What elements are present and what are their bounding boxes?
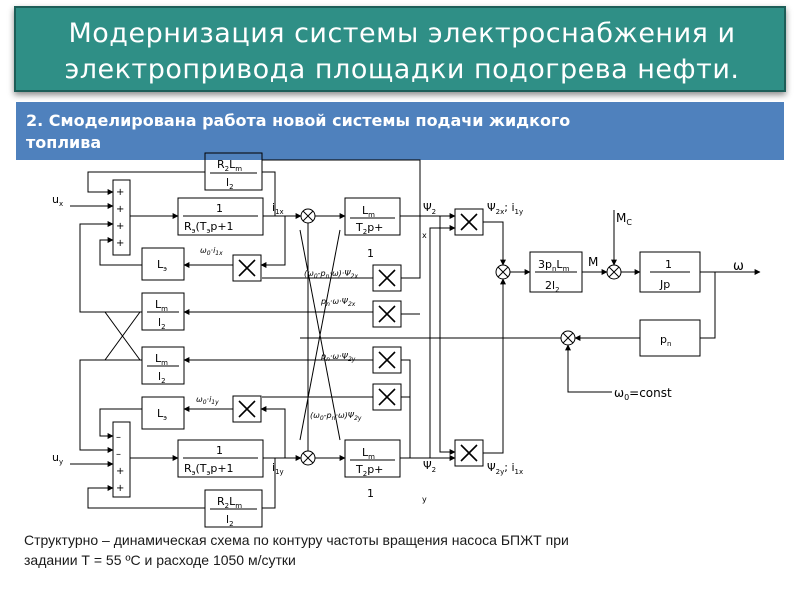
omega0-const-label: ω0=const [614,386,672,402]
figure-caption: Структурно – динамическая схема по конту… [24,530,764,570]
torque-den: 2l2 [545,279,560,294]
plus-sign: + [116,204,124,215]
block-pn [639,319,701,357]
torque-num: 3pnLm [538,258,570,273]
page-title: Модернизация системы электроснабжения и … [16,16,788,88]
r2lm-top-num: R2Lm [217,158,242,173]
diagram-labels: + + + + – – + + ux uy R2Lm l2 R2Lm l2 1 … [52,158,744,528]
stator-x-den: Rэ(Tэp+1 [184,220,234,235]
expr-omega-pn-psi2x: (ω0-pn·ω)·Ψ2x [304,269,358,280]
stator-y-num: 1 [216,444,223,457]
r2lm-bottom-num: R2Lm [217,495,242,510]
plus-sign: + [116,187,124,198]
rotor-x-num: Lm [362,204,375,219]
rotor-x-den-2: 1 [367,247,374,260]
m-label: M [588,255,598,269]
psi2x-i1y-label: Ψ2x; i1y [487,201,523,216]
multiply-marks [238,213,478,462]
subtitle-line-2: топлива [26,133,102,152]
title-banner: Модернизация системы электроснабжения и … [14,6,786,92]
block-lm-b [141,346,185,385]
stator-y-den: Rэ(Tэp+1 [184,462,234,477]
block-le-bottom [141,396,185,430]
lm-b-den: l2 [158,370,166,385]
title-line-1: Модернизация системы электроснабжения и [68,18,736,49]
subtitle: 2. Смоделирована работа новой системы по… [26,110,766,154]
omega-i1x-label: ω0·i1x [200,246,223,257]
psi2y-i1x-label: Ψ2y; i1x [487,461,523,476]
omega-output-label: ω [733,259,744,274]
caption-line-2: задании Т = 55 ºС и расходе 1050 м/сутки [24,552,296,568]
mc-label: MC [616,211,632,227]
expr-omega-pn-psi2y: (ω0-pn·ω)Ψ2y [310,411,362,422]
caption-line-1: Структурно – динамическая схема по конту… [24,532,569,548]
summer-x [112,179,131,256]
y-mark: y [422,495,427,504]
inertia-den: Jp [659,278,670,291]
inertia-num: 1 [665,258,672,271]
x-mark: x [422,231,427,240]
signal-lines [70,159,761,509]
psi2-bottom-label: Ψ2 [423,459,436,474]
psi2-top-label: Ψ2 [423,201,436,216]
lm-b-num: Lm [155,352,168,367]
multiplier-1 [232,254,262,282]
lm-a-den: l2 [158,316,166,331]
minus-sign: – [116,432,121,443]
plus-sign: + [116,238,124,249]
rotor-x-den: T2p+ [355,221,383,236]
le-bottom-label: Lэ [157,407,167,422]
i1y-label: i1y [272,461,284,476]
omega-i1y-label: ω0·i1y [196,395,219,406]
minus-sign: – [116,449,121,460]
expr-pn-omega-psi2y: pn·ω·Ψ2y [320,352,356,363]
subtitle-banner: 2. Смоделирована работа новой системы по… [16,102,784,160]
plus-sign: + [116,221,124,232]
r2lm-top-den: l2 [226,176,234,191]
input-uy-label: uy [52,451,63,466]
le-top-label: Lэ [157,258,167,273]
stator-x-num: 1 [216,202,223,215]
rotor-y-num: Lm [362,446,375,461]
title-line-2: электропривода площадки подогрева нефти. [64,54,740,85]
expr-pn-omega-psi2x: pn·ω·Ψ2x [320,297,356,308]
r2lm-bottom-den: l2 [226,513,234,528]
summing-junctions [300,208,622,466]
i1x-label: i1x [272,201,284,216]
lm-a-num: Lm [155,298,168,313]
plus-sign: + [116,483,124,494]
rotor-y-den: T2p+ [355,463,383,478]
input-ux-label: ux [52,193,63,208]
rotor-y-den-2: 1 [367,487,374,500]
pn-label: pn [660,333,671,348]
plus-sign: + [116,466,124,477]
summer-y [112,421,131,498]
subtitle-line-1: 2. Смоделирована работа новой системы по… [26,111,571,130]
